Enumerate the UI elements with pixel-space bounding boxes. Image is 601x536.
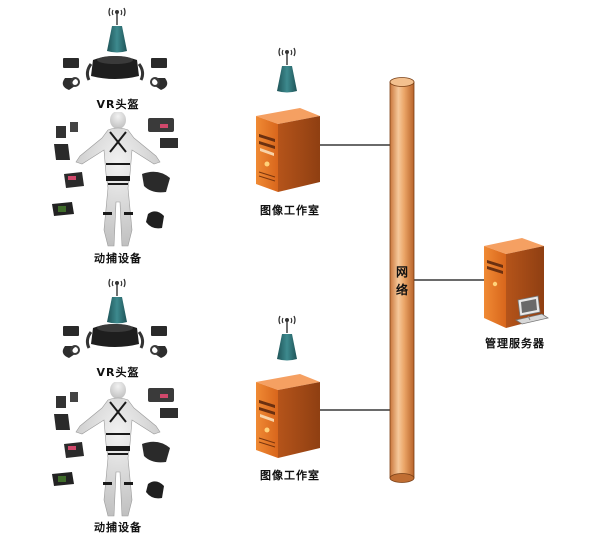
server-label: 管理服务器 [485, 336, 545, 350]
network-label-2: 络 [396, 282, 408, 297]
mocap-label-2: 动捕设备 [94, 520, 142, 534]
vr-headset-label-1: VR头盔 [97, 97, 140, 111]
mocap-suit-icon [51, 382, 179, 517]
network-label-1: 网 [396, 265, 408, 279]
antenna-icon [276, 315, 298, 362]
workstation-label-1: 图像工作室 [260, 203, 320, 217]
workstation-icon [255, 107, 321, 193]
vr-headset-icon [61, 54, 169, 92]
antenna-icon [106, 278, 128, 325]
mocap-label-1: 动捕设备 [94, 251, 142, 265]
server-icon [483, 237, 549, 329]
vr-headset-label-2: VR头盔 [97, 365, 140, 379]
mocap-suit-icon [51, 112, 179, 247]
workstation-icon [255, 373, 321, 459]
workstation-label-2: 图像工作室 [260, 468, 320, 482]
vr-headset-icon [61, 322, 169, 360]
antenna-icon [276, 47, 298, 94]
antenna-icon [106, 7, 128, 54]
network-pipe: 网 络 [389, 77, 415, 483]
